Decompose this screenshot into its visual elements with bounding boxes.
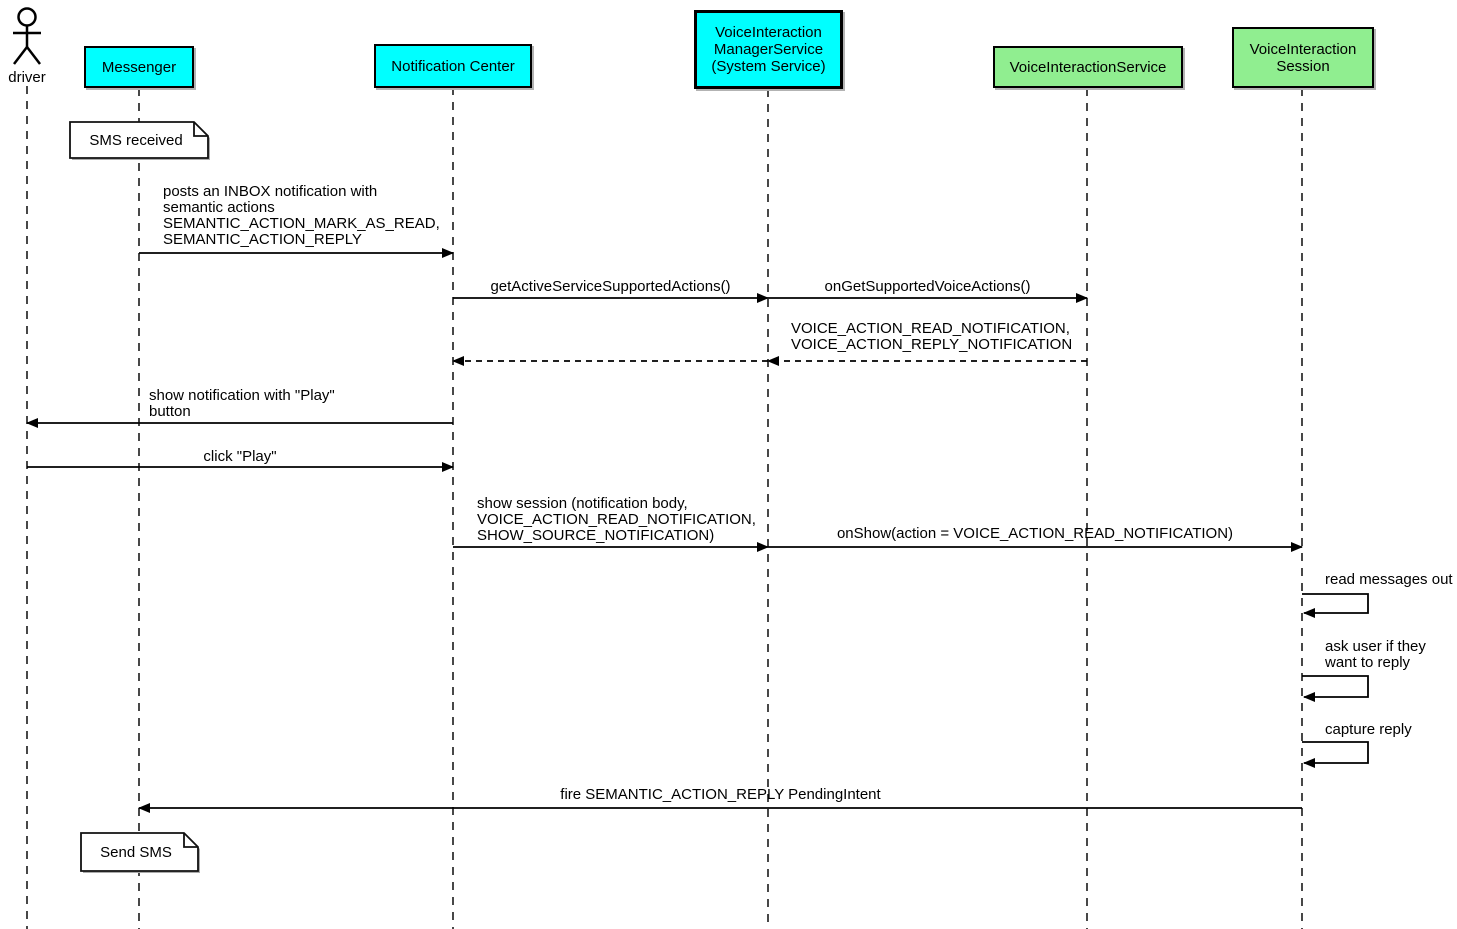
message-fire-reply: fire SEMANTIC_ACTION_REPLY PendingIntent <box>560 786 881 803</box>
message-get-actions: getActiveServiceSupportedActions() <box>490 278 731 295</box>
participant-voice-interaction-service-label: VoiceInteractionService <box>1009 58 1167 76</box>
participant-voice-interaction-manager-service: VoiceInteraction ManagerService (System … <box>694 10 843 89</box>
message-arrows <box>26 248 1369 813</box>
participant-voice-interaction-session-label: VoiceInteraction Session <box>1249 40 1357 75</box>
participant-messenger: Messenger <box>84 46 194 88</box>
participant-messenger-label: Messenger <box>101 58 177 76</box>
message-show-notification: show notification with "Play" button <box>149 387 335 420</box>
participant-notification-center-label: Notification Center <box>391 57 515 75</box>
note-sms-received: SMS received <box>89 131 183 149</box>
note-sms-received-shape <box>69 121 209 159</box>
lifelines <box>26 86 1303 929</box>
actor-driver-label: driver <box>8 69 46 86</box>
self-arrow-capture-reply <box>1302 741 1369 768</box>
self-arrow-read-messages <box>1302 593 1369 618</box>
self-arrow-ask-reply <box>1302 675 1369 702</box>
message-capture-reply: capture reply <box>1325 721 1412 738</box>
message-ask-reply: ask user if they want to reply <box>1325 638 1426 671</box>
note-send-sms: Send SMS <box>100 843 172 861</box>
message-voice-actions-return: VOICE_ACTION_READ_NOTIFICATION, VOICE_AC… <box>791 320 1073 353</box>
message-read-messages: read messages out <box>1325 571 1453 588</box>
note-send-sms-shape <box>80 832 199 872</box>
participant-voice-interaction-manager-service-label: VoiceInteraction ManagerService (System … <box>711 24 826 75</box>
message-on-show: onShow(action = VOICE_ACTION_READ_NOTIFI… <box>836 525 1234 542</box>
message-click-play: click "Play" <box>203 448 277 465</box>
actor-icon <box>13 7 41 65</box>
message-on-get-actions: onGetSupportedVoiceActions() <box>824 278 1031 295</box>
note-shapes <box>69 121 210 873</box>
message-post-inbox: posts an INBOX notification with semanti… <box>163 183 440 248</box>
message-show-session: show session (notification body, VOICE_A… <box>477 495 756 544</box>
participant-voice-interaction-service: VoiceInteractionService <box>993 46 1183 88</box>
participant-notification-center: Notification Center <box>374 44 532 88</box>
participant-voice-interaction-session: VoiceInteraction Session <box>1232 27 1374 88</box>
